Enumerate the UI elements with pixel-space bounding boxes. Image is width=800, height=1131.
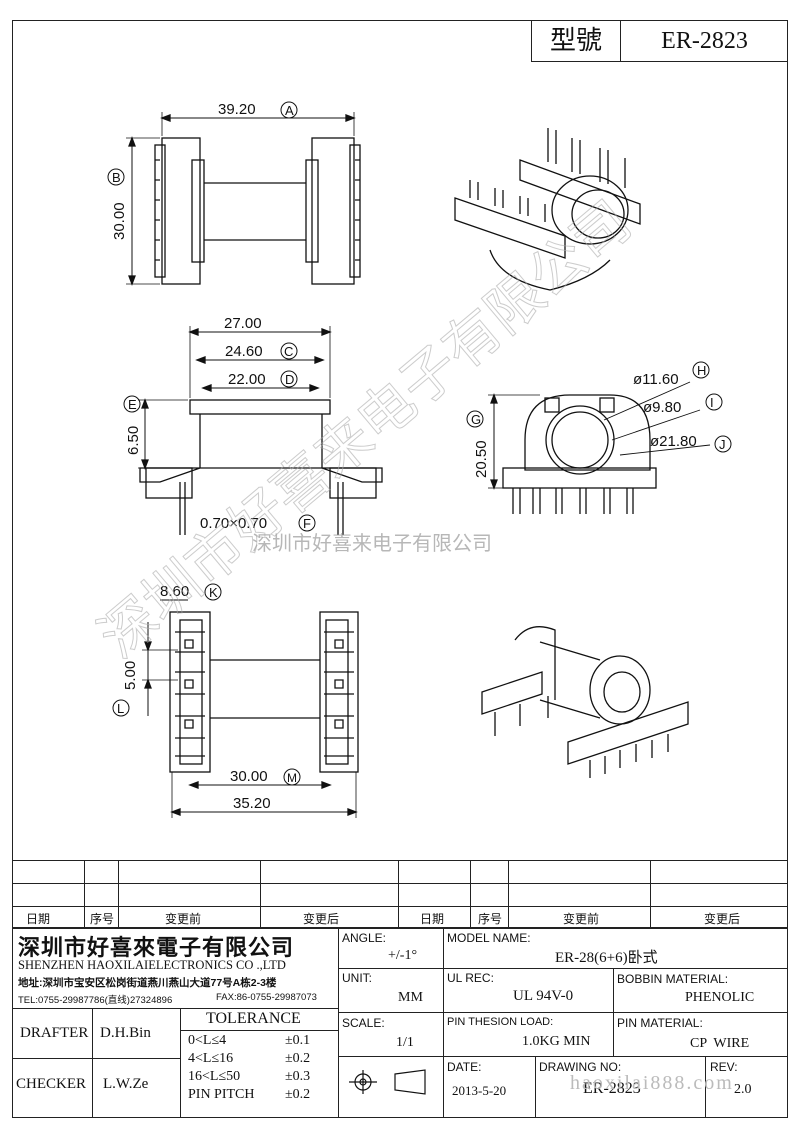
date-value: 2013-5-20 xyxy=(452,1083,507,1098)
model-value-cell: ER-2823 xyxy=(620,20,788,62)
drawing-frame xyxy=(12,20,788,1118)
rev-label: REV: xyxy=(710,1060,738,1074)
company-fax: FAX:86-0755-29987073 xyxy=(216,992,317,1003)
dim-27: 27.00 xyxy=(224,315,262,332)
dim-tag-g: G xyxy=(471,412,481,427)
rev-header-before-2: 变更前 xyxy=(563,912,600,926)
pin-material-label: PIN MATERIAL: xyxy=(617,1016,703,1030)
tol-value-2: ±0.2 xyxy=(285,1051,311,1066)
rev-header-no-2: 序号 xyxy=(478,912,503,926)
dim-tag-k: K xyxy=(209,585,218,600)
ul-label: UL REC: xyxy=(447,971,494,985)
rev-header-date-1: 日期 xyxy=(26,912,51,926)
bobbin-material-label: BOBBIN MATERIAL: xyxy=(617,972,729,986)
drawing-no-value: ER-2823 xyxy=(583,1080,641,1097)
angle-value: +/-1° xyxy=(388,948,418,963)
checker-value: L.W.Ze xyxy=(103,1076,149,1092)
tol-value-1: ±0.1 xyxy=(285,1033,311,1048)
drafter-value: D.H.Bin xyxy=(100,1025,151,1041)
dim-tag-h: H xyxy=(697,363,706,378)
angle-label: ANGLE: xyxy=(342,931,387,945)
dim-860: 8.60 xyxy=(160,583,189,600)
dim-top-width: 39.20 xyxy=(218,101,256,118)
dim-980: ø9.80 xyxy=(643,399,681,416)
drawing-svg: 39.20 A B 30.00 27.00 24.60 C 22.00 D E … xyxy=(87,101,732,818)
rev-header-no-1: 序号 xyxy=(90,912,115,926)
revision-table xyxy=(12,860,788,928)
rev-header-date-2: 日期 xyxy=(420,912,445,926)
tol-value-4: ±0.2 xyxy=(285,1087,311,1102)
model-label: 型號 xyxy=(549,26,602,56)
dim-22: 22.00 xyxy=(228,371,266,388)
dim-3000: 30.00 xyxy=(230,768,268,785)
dim-tag-b: B xyxy=(112,170,121,185)
rev-header-after-1: 变更后 xyxy=(303,912,340,926)
tol-range-2: 4<L≤16 xyxy=(188,1051,234,1066)
bobbin-material-value: PHENOLIC xyxy=(685,990,755,1005)
bottom-view xyxy=(142,599,359,818)
dim-3520: 35.20 xyxy=(233,795,271,812)
drafter-label: DRAFTER xyxy=(20,1025,89,1041)
dim-tag-l: L xyxy=(117,701,124,716)
pin-material-value: CP WIRE xyxy=(690,1036,750,1051)
model-value: ER-2823 xyxy=(661,28,748,54)
date-label: DATE: xyxy=(447,1060,482,1074)
drawing-no-label: DRAWING NO: xyxy=(539,1060,622,1074)
dim-tag-i: I xyxy=(710,395,714,410)
dim-500: 5.00 xyxy=(122,661,139,690)
tol-range-1: 0<L≤4 xyxy=(188,1033,227,1048)
site-watermark: haoxilai888.com xyxy=(570,1072,734,1094)
model-name-value: ER-28(6+6)卧式 xyxy=(555,950,658,966)
dim-650: 6.50 xyxy=(125,426,142,455)
side-view xyxy=(138,326,383,535)
company-name-en: SHENZHEN HAOXILAIELECTRONICS CO .,LTD xyxy=(18,958,286,972)
dim-tag-f: F xyxy=(303,516,311,531)
dim-tag-a: A xyxy=(285,103,294,118)
dim-top-height: 30.00 xyxy=(111,202,128,240)
dim-tag-j: J xyxy=(719,437,726,452)
watermark-diagonal: 深圳市好喜来电子有限公司 xyxy=(87,189,642,669)
company-name-cn: 深圳市好喜來電子有限公司 xyxy=(18,935,295,961)
dim-tag-e: E xyxy=(128,397,137,412)
model-label-cell: 型號 xyxy=(531,20,621,62)
watermark-horizontal: 深圳市好喜来电子有限公司 xyxy=(252,532,492,555)
dim-tag-d: D xyxy=(285,372,294,387)
tol-range-3: 16<L≤50 xyxy=(188,1069,241,1084)
rev-header-after-2: 变更后 xyxy=(704,912,741,926)
dim-2180: ø21.80 xyxy=(650,433,697,450)
iso-view-top xyxy=(454,128,641,291)
dim-2050: 20.50 xyxy=(473,440,490,478)
tol-range-4: PIN PITCH xyxy=(188,1087,255,1102)
scale-label: SCALE: xyxy=(342,1016,385,1030)
projection-symbol xyxy=(349,1069,426,1095)
top-view xyxy=(126,112,361,286)
end-view xyxy=(488,381,711,514)
checker-label: CHECKER xyxy=(16,1076,87,1092)
scale-value: 1/1 xyxy=(396,1035,414,1050)
tolerance-label: TOLERANCE xyxy=(206,1010,301,1027)
dim-tag-c: C xyxy=(284,344,293,359)
tol-value-3: ±0.3 xyxy=(285,1069,311,1084)
company-address: 地址:深圳市宝安区松岗街道燕川燕山大道77号A栋2-3楼 xyxy=(18,977,277,989)
dim-tag-m: M xyxy=(287,771,297,785)
ul-value: UL 94V-0 xyxy=(513,988,574,1004)
dim-pin: 0.70×0.70 xyxy=(200,515,267,532)
unit-label: UNIT: xyxy=(342,971,372,985)
pin-load-label: PIN THESION LOAD: xyxy=(447,1016,554,1028)
company-tel: TEL:0755-29987786(直线)27324896 xyxy=(18,995,173,1006)
model-name-label: MODEL NAME: xyxy=(447,931,531,945)
iso-view-bottom xyxy=(481,626,689,778)
unit-value: MM xyxy=(398,990,423,1005)
rev-value: 2.0 xyxy=(734,1082,752,1097)
dim-1160: ø11.60 xyxy=(633,371,679,388)
rev-header-before-1: 变更前 xyxy=(165,912,202,926)
dim-2460: 24.60 xyxy=(225,343,263,360)
pin-load-value: 1.0KG MIN xyxy=(522,1034,591,1049)
